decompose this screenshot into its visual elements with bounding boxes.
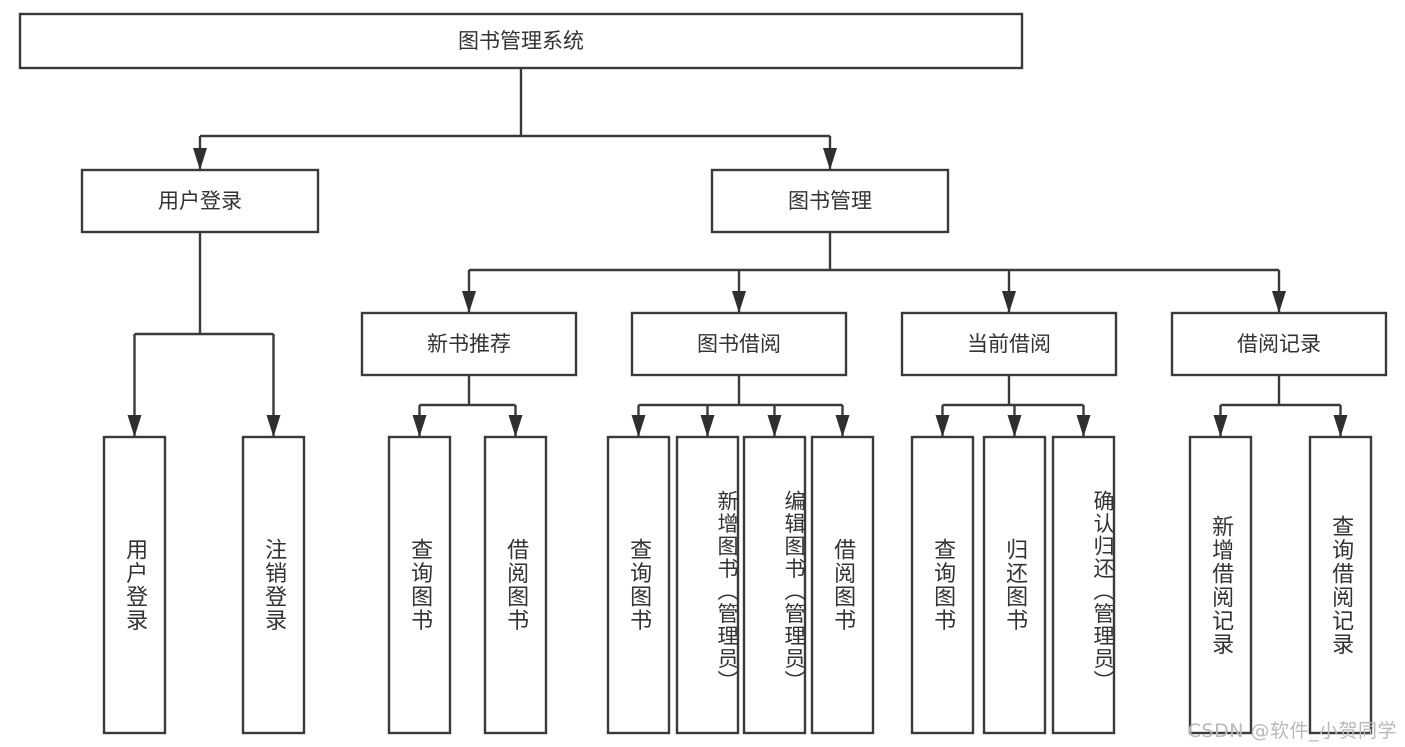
watermark-text: CSDN @软件_小贺同学 xyxy=(1187,720,1397,742)
arrow-head-icon xyxy=(732,291,746,313)
arrow-head-icon xyxy=(266,415,281,437)
node-label-book-manage: 图书管理 xyxy=(788,189,872,213)
arrow-head-icon xyxy=(193,148,207,170)
node-box-leaf-query-book-2[interactable] xyxy=(606,435,671,735)
node-box-leaf-user-login[interactable] xyxy=(102,435,167,735)
node-box-leaf-return-book[interactable] xyxy=(982,435,1047,735)
node-box-leaf-borrow-book-1[interactable] xyxy=(483,435,548,735)
box-layer xyxy=(18,12,1388,735)
node-box-current-borrow[interactable] xyxy=(900,311,1118,377)
node-box-leaf-query-book-3[interactable] xyxy=(910,435,975,735)
node-label-new-book-rec: 新书推荐 xyxy=(427,332,511,356)
node-box-leaf-add-book[interactable] xyxy=(675,435,740,735)
node-box-leaf-add-record[interactable] xyxy=(1188,435,1253,735)
arrow-head-icon xyxy=(127,415,142,437)
arrow-head-icon xyxy=(935,415,950,437)
arrow-head-icon xyxy=(767,415,782,437)
arrow-head-icon xyxy=(412,415,427,437)
node-box-book-manage[interactable] xyxy=(710,168,950,234)
arrow-head-icon xyxy=(700,415,715,437)
arrow-head-icon xyxy=(1213,415,1228,437)
arrow-head-icon xyxy=(631,415,646,437)
arrow-head-icon xyxy=(1007,415,1022,437)
node-box-user-login[interactable] xyxy=(80,168,320,234)
arrow-head-icon xyxy=(1333,415,1348,437)
node-label-borrow-record: 借阅记录 xyxy=(1237,332,1321,356)
node-box-leaf-user-logout[interactable] xyxy=(241,435,306,735)
node-box-borrow-record[interactable] xyxy=(1170,311,1388,377)
node-box-new-book-rec[interactable] xyxy=(360,311,578,377)
node-label-root: 图书管理系统 xyxy=(458,29,584,53)
connector-layer xyxy=(127,68,1348,437)
node-label-current-borrow: 当前借阅 xyxy=(967,332,1051,356)
node-box-root[interactable] xyxy=(18,12,1024,70)
node-box-leaf-confirm-return[interactable] xyxy=(1051,435,1116,735)
arrow-head-icon xyxy=(1272,291,1286,313)
arrow-head-icon xyxy=(823,148,837,170)
arrow-head-icon xyxy=(835,415,850,437)
node-box-leaf-edit-book[interactable] xyxy=(742,435,807,735)
node-box-leaf-query-record[interactable] xyxy=(1308,435,1373,735)
node-box-leaf-query-book-1[interactable] xyxy=(387,435,452,735)
arrow-head-icon xyxy=(462,291,476,313)
arrow-head-icon xyxy=(1002,291,1016,313)
node-label-user-login: 用户登录 xyxy=(158,189,242,213)
node-box-book-borrow[interactable] xyxy=(630,311,848,377)
node-box-leaf-borrow-book-2[interactable] xyxy=(810,435,875,735)
arrow-head-icon xyxy=(1076,415,1091,437)
node-label-book-borrow: 图书借阅 xyxy=(697,332,781,356)
arrow-head-icon xyxy=(508,415,523,437)
